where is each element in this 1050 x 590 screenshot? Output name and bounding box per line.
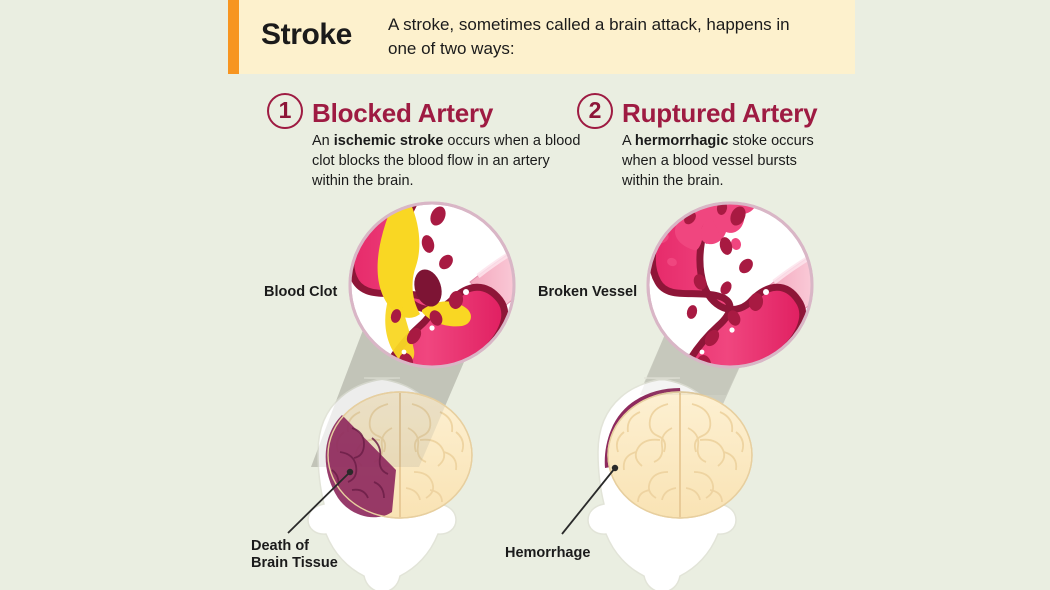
section-1-body-pre: An bbox=[312, 133, 334, 149]
label-broken-vessel: Broken Vessel bbox=[538, 284, 638, 300]
label-blood-clot: Blood Clot bbox=[264, 284, 338, 300]
hemorrhage-crescent bbox=[604, 388, 681, 468]
brain-left-mask bbox=[318, 378, 482, 533]
section-1-title: Blocked Artery bbox=[312, 98, 494, 128]
pointer-line-left bbox=[287, 468, 354, 534]
section-1-body-post: occurs when a blood clot blocks the bloo… bbox=[312, 133, 581, 189]
head-outline-right bbox=[587, 377, 737, 590]
banner-accent-bar bbox=[228, 0, 239, 74]
section-1-body-bold: ischemic stroke bbox=[333, 133, 444, 149]
brain-left bbox=[311, 330, 476, 519]
section-1-number: 1 bbox=[267, 93, 303, 129]
section-2-title: Ruptured Artery bbox=[622, 98, 818, 128]
shadow-cone-right bbox=[613, 332, 752, 455]
shadow-cone-left bbox=[311, 330, 476, 467]
brain-right bbox=[607, 332, 753, 519]
page-title: Stroke bbox=[261, 18, 352, 51]
label-death-of-brain-tissue: Death of Brain Tissue bbox=[251, 538, 338, 571]
header-banner: Stroke A stroke, sometimes called a brai… bbox=[228, 0, 855, 74]
section-1-body: An ischemic stroke occurs when a blood c… bbox=[312, 131, 582, 191]
banner-subtitle: A stroke, sometimes called a brain attac… bbox=[388, 15, 790, 58]
label-hemorrhage: Hemorrhage bbox=[505, 545, 591, 561]
section-2-body-post: stoke occurs when a blood vessel bursts … bbox=[622, 133, 814, 189]
section-2-body-pre: A bbox=[622, 133, 635, 149]
pointer-line-right bbox=[561, 464, 619, 535]
section-2-body: A hermorrhagic stoke occurs when a blood… bbox=[622, 131, 837, 191]
section-2-body-bold: hermorrhagic bbox=[634, 133, 729, 149]
section-2-number: 2 bbox=[577, 93, 613, 129]
